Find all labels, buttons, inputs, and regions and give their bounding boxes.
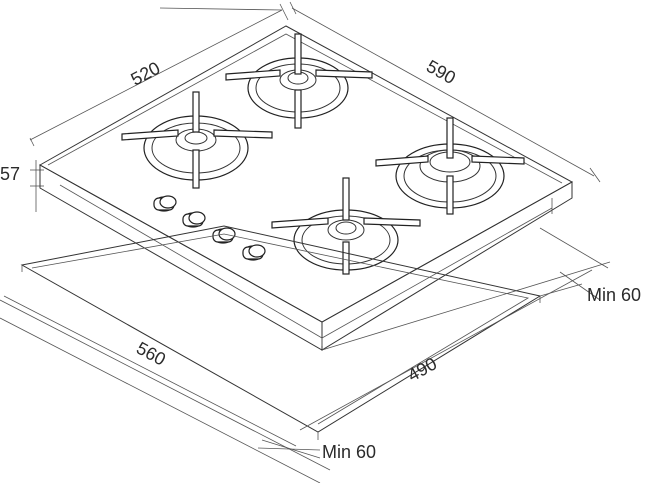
control-knobs [153,195,266,261]
burner-right [375,117,525,215]
control-knob-icon [153,195,177,212]
label-520: 520 [127,58,163,90]
control-knob-icon [242,244,266,261]
clearance-front: Min 60 [257,439,376,462]
burner-left [121,91,273,189]
clearance-right: Min 60 [539,271,641,305]
control-knob-icon [182,211,206,228]
burner-back [225,33,373,129]
dimension-560: 560 [3,295,297,447]
label-490: 490 [404,353,440,385]
countertop-edges [0,227,611,483]
label-590: 590 [423,56,459,88]
label-min-60-front: Min 60 [322,442,376,462]
burner-front [271,177,421,275]
countertop-cutout [20,225,542,440]
dimension-57: 57 [0,160,44,212]
label-min-60-right: Min 60 [587,285,641,305]
label-57: 57 [0,164,20,184]
